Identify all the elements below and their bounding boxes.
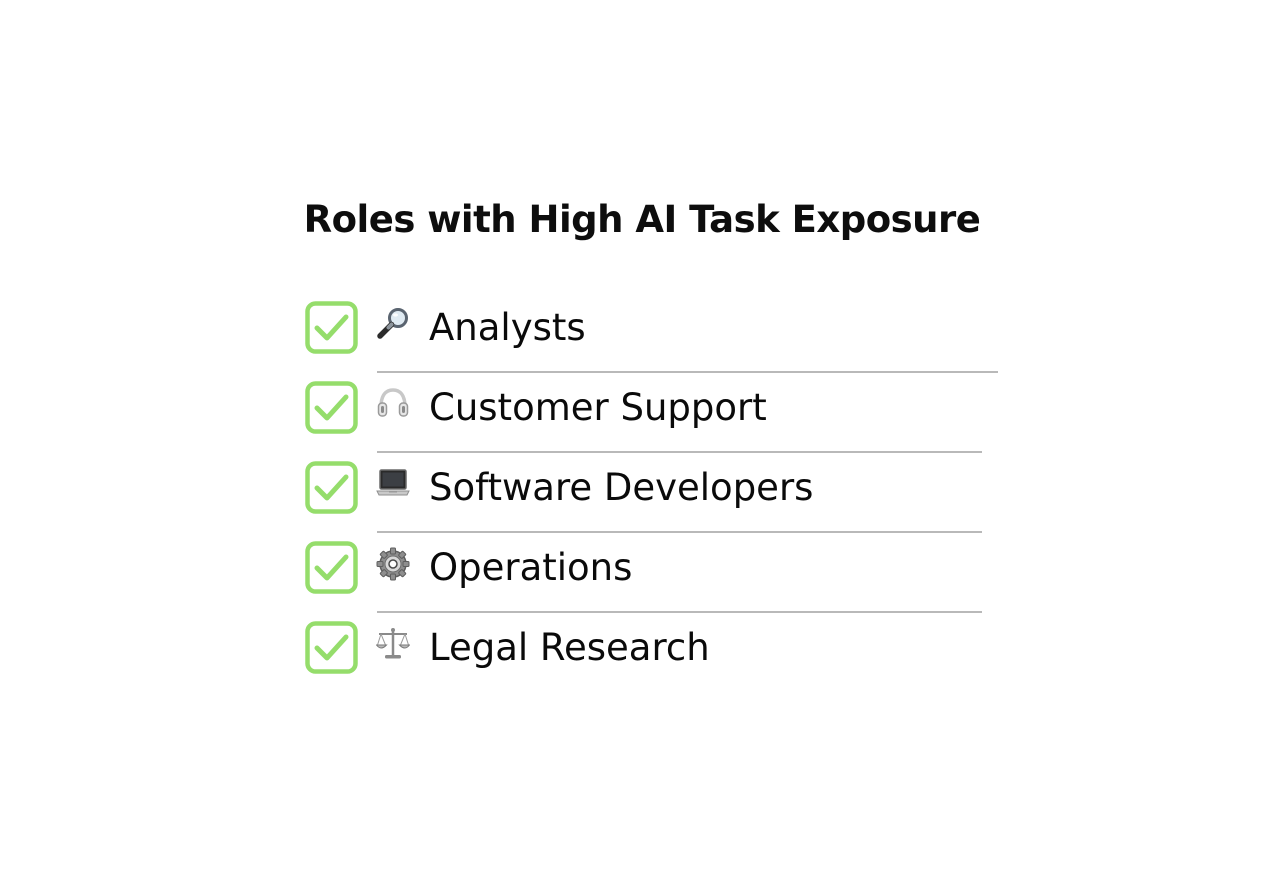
gear-icon [376, 547, 410, 581]
divider [377, 371, 998, 373]
balance-scale-icon [376, 628, 410, 659]
laptop-icon [376, 469, 410, 496]
checkbox-checked-icon[interactable] [305, 381, 358, 434]
list-item-operations: Operations [305, 536, 1005, 616]
role-label: Customer Support [429, 386, 767, 429]
role-label: Analysts [429, 306, 586, 349]
checkbox-checked-icon[interactable] [305, 621, 358, 674]
role-label: Operations [429, 546, 633, 589]
checkbox-checked-icon[interactable] [305, 301, 358, 354]
role-label: Legal Research [429, 626, 710, 669]
checkbox-checked-icon[interactable] [305, 541, 358, 594]
divider [377, 451, 982, 453]
page-title: Roles with High AI Task Exposure [303, 198, 981, 241]
list-item-software-developers: Software Developers [305, 456, 1005, 536]
list-item-analysts: Analysts [305, 296, 1005, 376]
divider [377, 611, 982, 613]
magnifying-glass-icon [377, 308, 408, 339]
role-label: Software Developers [429, 466, 814, 509]
list-item-customer-support: Customer Support [305, 376, 1005, 456]
checkbox-checked-icon[interactable] [305, 461, 358, 514]
list-item-legal-research: Legal Research [305, 616, 1005, 696]
roles-checklist: Analysts Customer Support Softw [305, 296, 1005, 696]
headphones-icon [377, 388, 409, 417]
divider [377, 531, 982, 533]
